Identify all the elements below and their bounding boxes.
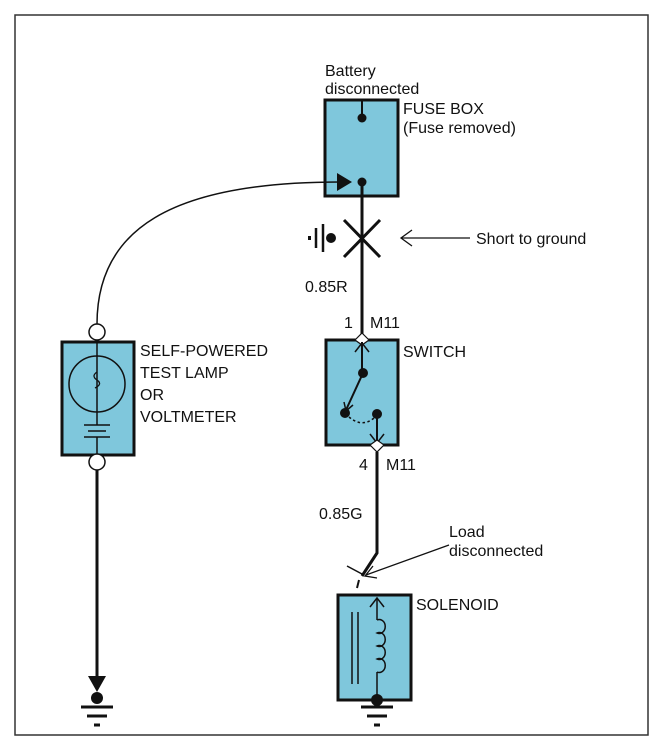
- load-arrow-icon: [363, 544, 450, 579]
- tester-label-3: OR: [140, 387, 164, 404]
- battery-label-2: disconnected: [325, 81, 419, 98]
- tester-label-2: TEST LAMP: [140, 365, 229, 382]
- load-label-2: disconnected: [449, 543, 543, 560]
- tester-label-4: VOLTMETER: [140, 409, 237, 426]
- fuse-removed-label: (Fuse removed): [403, 120, 516, 137]
- pin-top-label: 1: [344, 315, 353, 332]
- wire-top-label: 0.85R: [305, 279, 348, 296]
- switch-component: [324, 332, 400, 453]
- tester-ground-icon: [81, 676, 113, 727]
- conn-bottom-label: M11: [386, 457, 416, 474]
- fuse-box-label: FUSE BOX: [403, 101, 484, 118]
- pin-bottom-label: 4: [359, 457, 368, 474]
- frame: [14, 14, 649, 736]
- test-lamp-component: [60, 323, 136, 471]
- solenoid-ground-icon: [361, 694, 393, 727]
- tester-label-1: SELF-POWERED: [140, 343, 268, 360]
- probe-arrow-icon: [337, 173, 352, 191]
- load-label-1: Load: [449, 524, 485, 541]
- battery-label-1: Battery: [325, 63, 376, 80]
- switch-label: SWITCH: [403, 344, 466, 361]
- short-to-ground-label: Short to ground: [476, 231, 586, 248]
- connector-break-icon: [346, 565, 363, 589]
- conn-top-label: M11: [370, 315, 400, 332]
- solenoid-label: SOLENOID: [416, 597, 499, 614]
- probe-lead: [96, 181, 341, 325]
- solenoid-component: [336, 593, 413, 702]
- wire-0-85g: [360, 452, 379, 577]
- ground-short-icon: [308, 224, 336, 252]
- short-arrow-icon: [399, 229, 470, 247]
- wire-bottom-label: 0.85G: [319, 506, 363, 523]
- short-x-mark: [342, 218, 382, 259]
